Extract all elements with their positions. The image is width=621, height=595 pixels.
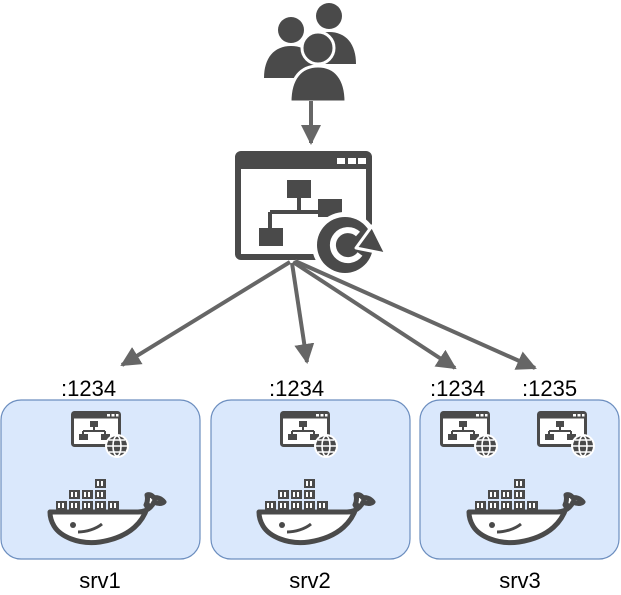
port-label-srv3-1: :1234 — [430, 376, 485, 401]
users-group-icon — [264, 3, 356, 104]
load-balancer-icon — [235, 151, 388, 278]
arrow-to-srv2-port — [290, 262, 315, 364]
server-label-srv1: srv1 — [79, 568, 121, 593]
arrow-to-srv1-port — [120, 260, 292, 367]
server-label-srv2: srv2 — [289, 568, 331, 593]
arrow-to-srv3-port-1 — [291, 260, 457, 370]
arrow-to-srv3-port-2 — [294, 259, 537, 370]
port-label-srv3-2: :1235 — [522, 376, 577, 401]
server-label-srv3: srv3 — [499, 568, 541, 593]
port-label-srv1: :1234 — [61, 376, 116, 401]
port-label-srv2: :1234 — [269, 376, 324, 401]
